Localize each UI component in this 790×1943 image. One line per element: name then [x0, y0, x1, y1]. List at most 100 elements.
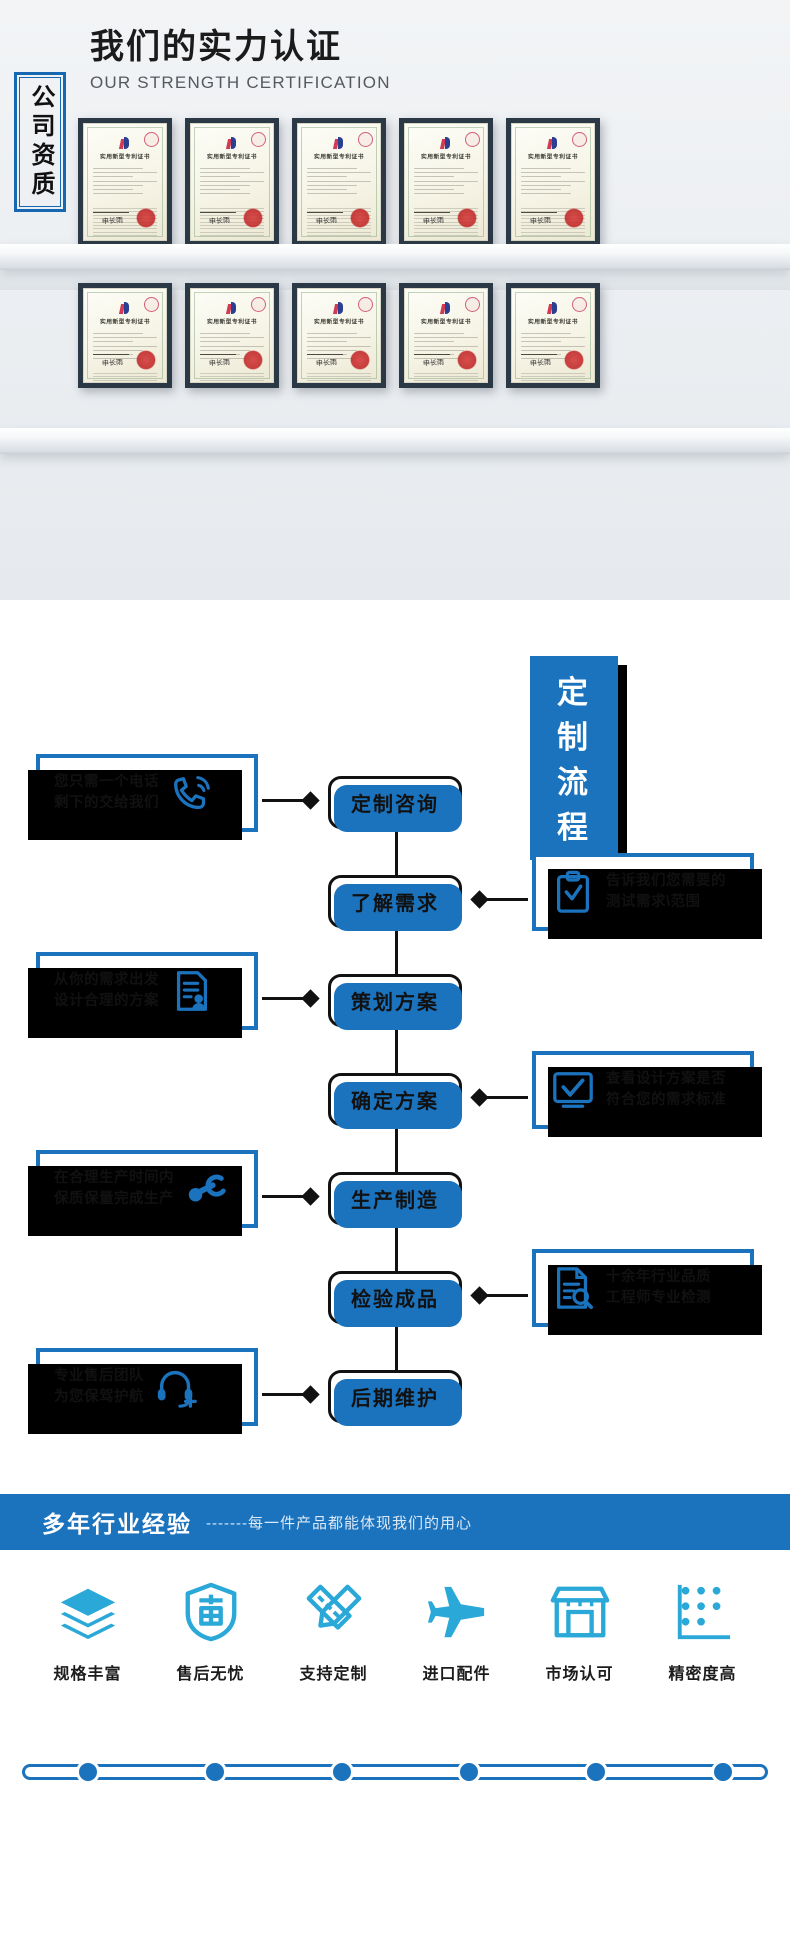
- experience-item-label: 支持定制: [299, 1666, 368, 1683]
- certificate-frame: 实用新型专利证书申长雨: [506, 283, 600, 388]
- certificate-stamp-top-icon: [144, 297, 159, 312]
- certificate-signature: 申长雨: [208, 216, 231, 226]
- certification-section: 我们的实力认证 OUR STRENGTH CERTIFICATION 公司资质 …: [0, 0, 790, 600]
- certificate-divider: [414, 211, 450, 213]
- certificate-title: 实用新型专利证书: [528, 153, 578, 160]
- process-step-7[interactable]: 后期维护: [328, 1370, 462, 1426]
- experience-icon-list: 规格丰富 售后无忧 支持定制 进口配件 市场认可 精密度高: [0, 1576, 790, 1684]
- process-note-5: 在合理生产时间内 保质保量完成生产: [28, 1150, 258, 1236]
- certificate-title: 实用新型专利证书: [207, 318, 257, 325]
- certificate-row-bottom: 实用新型专利证书申长雨实用新型专利证书申长雨实用新型专利证书申长雨实用新型专利证…: [78, 283, 600, 388]
- process-step-6[interactable]: 检验成品: [328, 1271, 462, 1327]
- progress-dot-5: [584, 1760, 608, 1784]
- certificate-paper: 实用新型专利证书申长雨: [297, 288, 381, 383]
- certificate-paper: 实用新型专利证书申长雨: [83, 123, 167, 241]
- experience-item-3: 支持定制: [279, 1576, 389, 1684]
- process-connector-diamond: [301, 791, 320, 810]
- process-note-text: 从你的需求出发 设计合理的方案: [54, 971, 159, 1009]
- certificate-signature: 申长雨: [315, 358, 338, 368]
- certification-title-en: OUR STRENGTH CERTIFICATION: [90, 73, 391, 93]
- certificate-official-seal-icon: [350, 350, 370, 370]
- certificate-paper: 实用新型专利证书申长雨: [404, 288, 488, 383]
- process-note-connector: [480, 1294, 528, 1297]
- certification-heading: 我们的实力认证 OUR STRENGTH CERTIFICATION: [90, 28, 391, 93]
- patent-emblem-icon: [439, 302, 453, 315]
- experience-banner: 多年行业经验 -------每一件产品都能体现我们的用心: [0, 1494, 790, 1550]
- process-step-1[interactable]: 定制咨询: [328, 776, 462, 832]
- certificate-paragraph-lines: [521, 373, 585, 382]
- process-connector-diamond: [301, 1385, 320, 1404]
- airplane-icon: [402, 1576, 512, 1648]
- progress-dot-4: [457, 1760, 481, 1784]
- certificate-paper: 实用新型专利证书申长雨: [297, 123, 381, 241]
- certificate-field-lines: [414, 168, 478, 197]
- process-connector-diamond: [301, 1187, 320, 1206]
- certificate-stamp-top-icon: [358, 297, 373, 312]
- certificate-frame: 实用新型专利证书申长雨: [185, 283, 279, 388]
- certificate-title: 实用新型专利证书: [421, 153, 471, 160]
- certificate-stamp-top-icon: [251, 297, 266, 312]
- certificate-divider: [414, 353, 450, 355]
- process-note-text: 您只需一个电话 剩下的交给我们: [54, 773, 159, 811]
- patent-emblem-icon: [546, 302, 560, 315]
- process-step-5[interactable]: 生产制造: [328, 1172, 462, 1228]
- experience-item-4: 进口配件: [402, 1576, 512, 1684]
- process-note-connector: [480, 1096, 528, 1099]
- process-step-label: 定制咨询: [351, 794, 439, 816]
- process-step-label: 策划方案: [351, 992, 439, 1014]
- company-qualification-badge-text: 公司资质: [27, 84, 54, 200]
- certificate-title: 实用新型专利证书: [314, 153, 364, 160]
- process-title: 定制流程: [530, 656, 627, 869]
- experience-banner-title: 多年行业经验: [42, 1511, 192, 1537]
- certificate-frame: 实用新型专利证书申长雨: [399, 118, 493, 246]
- certificate-divider: [307, 211, 343, 213]
- certificate-frame: 实用新型专利证书申长雨: [78, 118, 172, 246]
- certificate-stamp-top-icon: [358, 132, 373, 147]
- process-connector-diamond: [470, 1286, 489, 1305]
- certificate-official-seal-icon: [136, 208, 156, 228]
- process-note-text: 十余年行业品质 工程师专业检测: [606, 1268, 711, 1306]
- certificate-official-seal-icon: [350, 208, 370, 228]
- process-note-3: 从你的需求出发 设计合理的方案: [28, 952, 258, 1038]
- process-note-text: 在合理生产时间内 保质保量完成生产: [54, 1169, 174, 1207]
- certificate-paper: 实用新型专利证书申长雨: [190, 123, 274, 241]
- certificate-divider: [200, 211, 236, 213]
- experience-item-label: 市场认可: [545, 1666, 614, 1683]
- experience-progress-track: [22, 1760, 768, 1784]
- process-note-6: 十余年行业品质 工程师专业检测: [532, 1249, 762, 1335]
- after-sales-shield-icon: [156, 1576, 266, 1648]
- experience-banner-subtitle: -------每一件产品都能体现我们的用心: [206, 1514, 472, 1532]
- process-note-text: 查看设计方案是否 符合您的需求标准: [606, 1070, 726, 1108]
- certificate-divider: [521, 353, 557, 355]
- patent-emblem-icon: [332, 137, 346, 150]
- certificate-official-seal-icon: [243, 208, 263, 228]
- progress-track-inner: [25, 1767, 765, 1777]
- certificate-signature: 申长雨: [529, 358, 552, 368]
- certificate-paragraph-lines: [93, 373, 157, 382]
- process-step-2[interactable]: 了解需求: [328, 875, 462, 931]
- process-connector-diamond: [301, 989, 320, 1008]
- process-step-4[interactable]: 确定方案: [328, 1073, 462, 1129]
- certificate-paragraph-lines: [414, 373, 478, 382]
- certificate-divider: [93, 211, 129, 213]
- certificate-divider: [521, 211, 557, 213]
- certificate-signature: 申长雨: [208, 358, 231, 368]
- process-step-label: 了解需求: [351, 893, 439, 915]
- experience-item-6: 精密度高: [648, 1576, 758, 1684]
- certificate-paper: 实用新型专利证书申长雨: [511, 288, 595, 383]
- certificate-divider: [307, 353, 343, 355]
- certificate-title: 实用新型专利证书: [207, 153, 257, 160]
- certificate-title: 实用新型专利证书: [421, 318, 471, 325]
- process-step-3[interactable]: 策划方案: [328, 974, 462, 1030]
- certificate-paragraph-lines: [200, 373, 264, 382]
- experience-item-label: 售后无忧: [176, 1666, 245, 1683]
- ruler-pencil-icon: [279, 1576, 389, 1648]
- certificate-paper: 实用新型专利证书申长雨: [404, 123, 488, 241]
- certificate-stamp-top-icon: [465, 132, 480, 147]
- certificate-field-lines: [200, 168, 264, 197]
- patent-emblem-icon: [225, 302, 239, 315]
- process-note-connector: [262, 997, 310, 1000]
- process-note-4: 查看设计方案是否 符合您的需求标准: [532, 1051, 762, 1137]
- robot-arm-icon: [184, 1166, 230, 1212]
- certificate-field-lines: [307, 168, 371, 197]
